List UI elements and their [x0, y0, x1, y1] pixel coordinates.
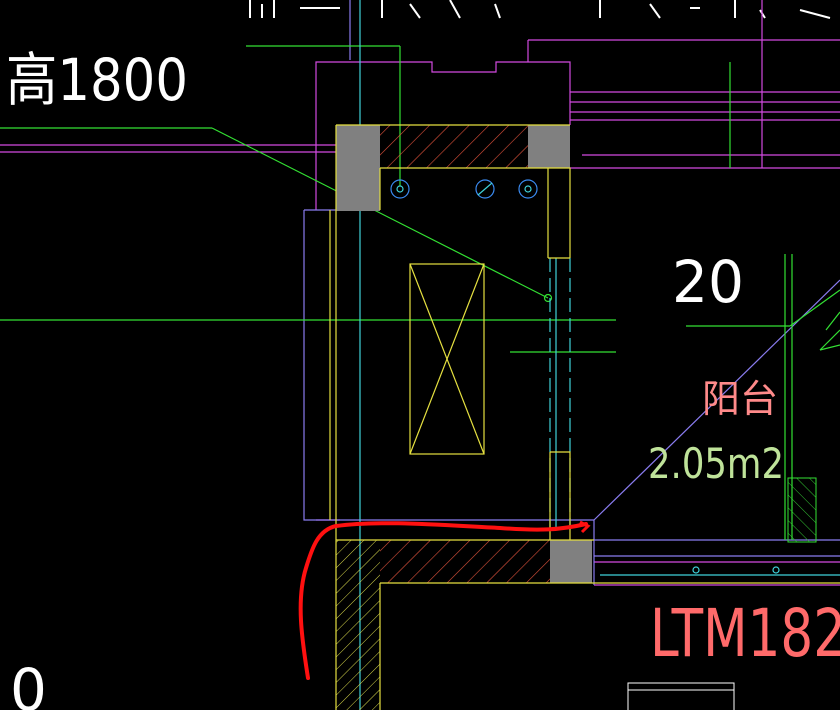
bottom-window-outline: [627, 682, 735, 710]
edge-digit: 0: [10, 656, 47, 710]
bottom-wall-hatch: [380, 540, 550, 583]
room-area: 2.05m2: [648, 439, 784, 488]
green-linework: [0, 45, 840, 540]
green-hatch-strip: [787, 477, 817, 543]
left-wall-dense-hatch: [336, 540, 380, 710]
column-top-left: [336, 125, 380, 211]
violet-linework: [303, 0, 840, 585]
dimension-label: 20: [672, 248, 744, 316]
pipe-symbols: [390, 179, 538, 199]
column-top-right: [528, 125, 570, 168]
top-title-strokes: [249, 0, 831, 19]
yellow-wall-outline: [329, 124, 840, 710]
column-bottom-right: [550, 540, 592, 583]
pipe-icon: [518, 179, 538, 199]
pipe-icon: [390, 179, 410, 199]
door-label: LTM182: [650, 595, 840, 672]
magenta-linework: [0, 0, 840, 586]
red-markup-stroke: [298, 521, 588, 680]
pipe-icon: [475, 179, 495, 199]
top-wall-hatch: [380, 125, 528, 168]
room-name: 阳台: [702, 377, 778, 421]
height-note: 高1800: [6, 46, 188, 114]
